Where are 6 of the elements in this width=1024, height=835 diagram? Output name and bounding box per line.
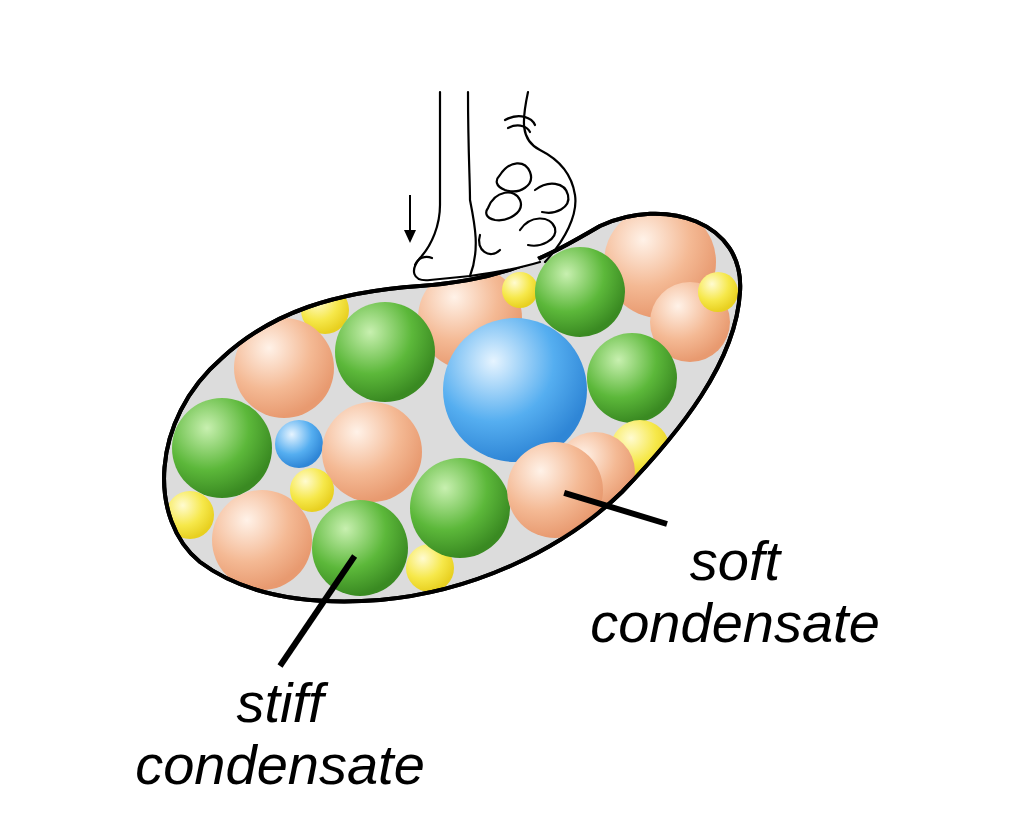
condensate-label: stiff condensate [110, 672, 450, 796]
leader-line [563, 489, 668, 527]
leader-line [277, 554, 358, 668]
sphere [507, 442, 603, 538]
condensate-label: soft condensate [565, 530, 905, 654]
sphere [312, 500, 408, 596]
